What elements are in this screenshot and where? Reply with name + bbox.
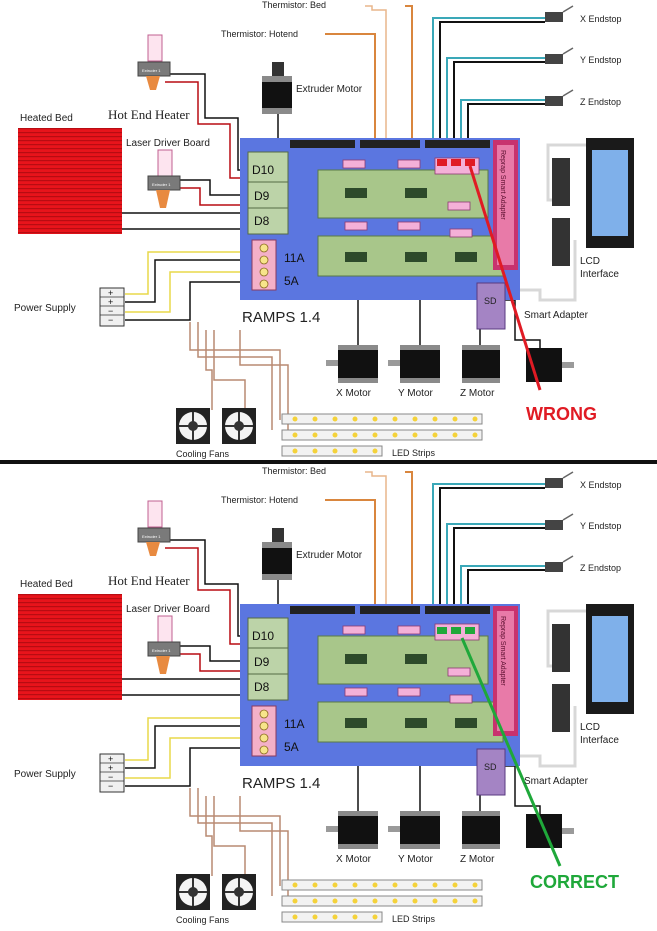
label-interface: Interface: [580, 269, 619, 280]
panel-divider: [0, 460, 657, 464]
label-y-endstop: Y Endstop: [580, 521, 621, 531]
label-sd: SD: [484, 762, 497, 772]
label-smart-adapter: Smart Adapter: [524, 776, 589, 787]
label-heated-bed: Heated Bed: [20, 113, 73, 124]
label-y-motor: Y Motor: [398, 388, 433, 399]
label-heated-bed: Heated Bed: [20, 579, 73, 590]
label-reprap-adapter: Reprap Smart Adapter: [499, 150, 506, 220]
label-z-motor: Z Motor: [460, 854, 495, 865]
label-extruder-chip-2: Extruder 1: [152, 648, 171, 653]
wrong-pointer: [468, 165, 542, 391]
label-hot-end-heater: Hot End Heater: [108, 107, 190, 122]
label-power-supply: Power Supply: [14, 769, 76, 780]
endstop-plug-z: [465, 627, 475, 634]
label-extruder-motor: Extruder Motor: [296, 550, 363, 561]
label-z-motor: Z Motor: [460, 388, 495, 399]
label-5a: 5A: [284, 274, 299, 288]
label-extruder-chip-1: Extruder 1: [142, 68, 161, 73]
label-y-motor: Y Motor: [398, 854, 433, 865]
label-d10: D10: [252, 629, 274, 643]
label-sd: SD: [484, 296, 497, 306]
label-led-strips: LED Strips: [392, 448, 436, 458]
label-z-endstop: Z Endstop: [580, 563, 621, 573]
label-5a: 5A: [284, 740, 299, 754]
panel-wrong: Thermistor: Bed Thermistor: Hotend Extru…: [14, 0, 636, 459]
label-laser-driver-board: Laser Driver Board: [126, 604, 210, 615]
label-hot-end-heater: Hot End Heater: [108, 573, 190, 588]
label-x-endstop: X Endstop: [580, 480, 622, 490]
verdict-wrong: WRONG: [526, 404, 597, 424]
label-d9: D9: [254, 655, 270, 669]
label-extruder-chip-1: Extruder 1: [142, 534, 161, 539]
label-11a: 11A: [284, 717, 304, 731]
label-x-motor: X Motor: [336, 388, 372, 399]
label-lcd: LCD: [580, 722, 600, 733]
label-d8: D8: [254, 680, 270, 694]
correct-pointer: [460, 637, 562, 867]
label-d8: D8: [254, 214, 270, 228]
label-extruder-chip-2: Extruder 1: [152, 182, 171, 187]
label-cooling-fans: Cooling Fans: [176, 915, 230, 925]
endstop-plug-z: [465, 159, 475, 166]
label-led-strips: LED Strips: [392, 914, 436, 924]
endstop-plug-y: [451, 159, 461, 166]
label-x-endstop: X Endstop: [580, 14, 622, 24]
label-d9: D9: [254, 189, 270, 203]
endstop-plug-x: [437, 627, 447, 634]
label-thermistor-hotend: Thermistor: Hotend: [221, 495, 298, 505]
label-x-motor: X Motor: [336, 854, 372, 865]
label-thermistor-bed: Thermistor: Bed: [262, 466, 326, 476]
label-thermistor-bed: Thermistor: Bed: [262, 0, 326, 10]
endstop-plug-y: [451, 627, 461, 634]
verdict-correct: CORRECT: [530, 872, 619, 892]
label-thermistor-hotend: Thermistor: Hotend: [221, 29, 298, 39]
label-cooling-fans: Cooling Fans: [176, 449, 230, 459]
label-y-endstop: Y Endstop: [580, 55, 621, 65]
label-z-endstop: Z Endstop: [580, 97, 621, 107]
label-ramps: RAMPS 1.4: [242, 775, 320, 792]
label-power-supply: Power Supply: [14, 303, 76, 314]
panel-correct: Thermistor: Bed Thermistor: Hotend Extru…: [0, 464, 657, 925]
label-lcd: LCD: [580, 256, 600, 267]
label-interface: Interface: [580, 735, 619, 746]
label-11a: 11A: [284, 251, 304, 265]
label-d10: D10: [252, 163, 274, 177]
label-ramps: RAMPS 1.4: [242, 309, 320, 326]
label-smart-adapter: Smart Adapter: [524, 310, 589, 321]
label-reprap-adapter: Reprap Smart Adapter: [499, 616, 506, 686]
endstop-plug-x: [437, 159, 447, 166]
label-laser-driver-board: Laser Driver Board: [126, 138, 210, 149]
label-extruder-motor: Extruder Motor: [296, 84, 363, 95]
